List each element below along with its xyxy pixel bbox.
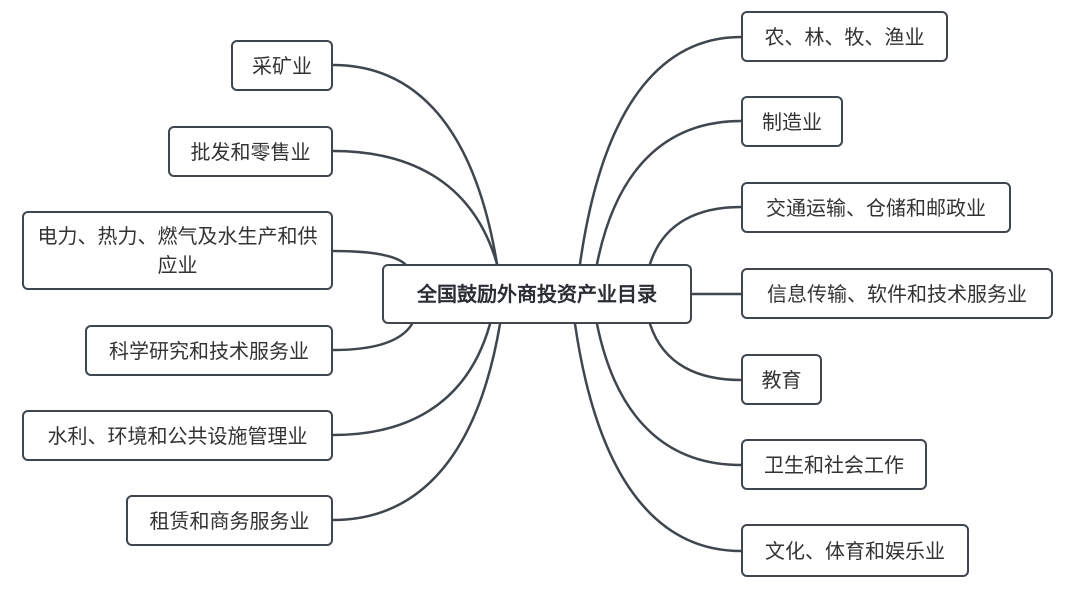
left-node-mining: 采矿业	[231, 40, 333, 91]
connector-research-tech	[331, 322, 414, 352]
connector-manufacturing	[595, 119, 743, 266]
right-node-culture-sports: 文化、体育和娱乐业	[741, 524, 969, 577]
left-node-leasing-business: 租赁和商务服务业	[126, 495, 333, 546]
connector-transport	[648, 205, 743, 266]
right-node-agriculture: 农、林、牧、渔业	[741, 11, 948, 62]
connector-leasing-business	[331, 322, 502, 522]
connector-education	[648, 322, 743, 382]
right-node-education: 教育	[741, 354, 822, 405]
connector-water-environment	[331, 322, 492, 437]
connector-agriculture	[578, 35, 743, 266]
connector-mining	[331, 63, 499, 266]
left-node-wholesale-retail: 批发和零售业	[168, 126, 333, 177]
right-node-transport: 交通运输、仓储和邮政业	[741, 182, 1011, 233]
left-node-utilities: 电力、热力、燃气及水生产和供应业	[22, 211, 333, 290]
connector-culture-sports	[573, 322, 743, 553]
connector-health-social	[595, 322, 743, 467]
left-node-water-environment: 水利、环境和公共设施管理业	[22, 410, 333, 461]
left-node-research-tech: 科学研究和技术服务业	[85, 325, 333, 376]
right-node-information-tech: 信息传输、软件和技术服务业	[741, 268, 1053, 319]
right-node-manufacturing: 制造业	[741, 96, 843, 147]
right-node-health-social: 卫生和社会工作	[741, 439, 927, 490]
root-node: 全国鼓励外商投资产业目录	[382, 264, 692, 324]
connector-wholesale-retail	[331, 149, 499, 266]
connector-utilities	[331, 249, 407, 266]
